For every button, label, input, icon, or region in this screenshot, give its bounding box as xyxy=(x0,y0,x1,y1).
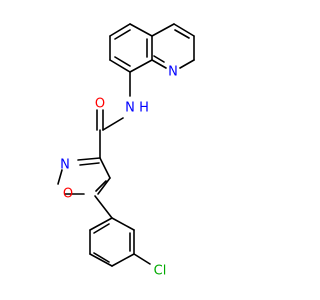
bond xyxy=(109,23,131,37)
quinoline-ring xyxy=(109,23,195,73)
bond xyxy=(94,195,113,219)
bond xyxy=(129,23,153,37)
amide-nitrogen-label: N xyxy=(125,101,135,116)
bond xyxy=(114,29,131,40)
bond xyxy=(99,157,111,179)
bond xyxy=(179,59,195,69)
chlorophenyl-ring xyxy=(89,217,151,267)
bond xyxy=(93,223,110,234)
bond xyxy=(151,59,167,69)
chlorine-label: Cl xyxy=(154,264,167,279)
bond xyxy=(174,29,190,39)
quinoline-nitrogen-label: N xyxy=(168,65,178,80)
amide-group xyxy=(96,71,131,159)
bond xyxy=(133,253,151,265)
bond xyxy=(97,177,111,195)
bond xyxy=(102,117,124,131)
bond xyxy=(89,217,113,231)
bond xyxy=(109,59,131,73)
structure-canvas: N N H O N O Cl xyxy=(57,23,195,279)
amide-hydrogen-label: H xyxy=(139,101,149,116)
bond xyxy=(89,253,113,267)
isoxazole-oxygen-label: O xyxy=(63,187,73,202)
bond xyxy=(93,252,110,263)
bond xyxy=(111,217,135,231)
carbonyl-oxygen-label: O xyxy=(95,97,105,112)
bond xyxy=(151,23,175,37)
bond xyxy=(77,157,101,161)
bond xyxy=(129,59,153,73)
bond xyxy=(114,56,131,67)
bond xyxy=(95,180,107,192)
bond xyxy=(173,23,195,37)
isoxazole-ring xyxy=(57,157,113,219)
bond xyxy=(153,55,165,63)
bond xyxy=(79,162,100,166)
bond xyxy=(111,253,135,267)
isoxazole-nitrogen-label: N xyxy=(60,158,70,173)
bond xyxy=(57,169,63,185)
